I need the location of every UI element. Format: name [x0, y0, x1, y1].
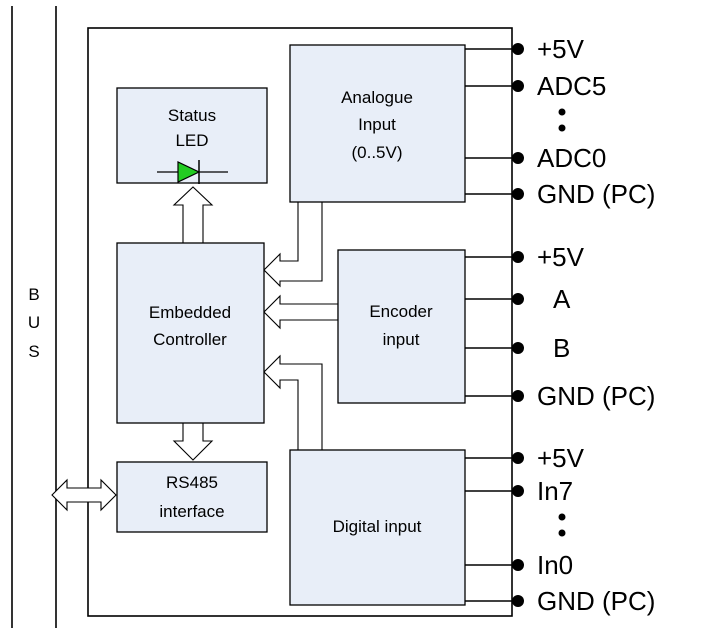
rs485-label-line2: interface: [159, 502, 224, 521]
pin-dot: [512, 251, 524, 263]
bus-letter-s: S: [28, 342, 39, 361]
pin-dot: [512, 188, 524, 200]
pin-dot: [512, 595, 524, 607]
status-led-label-line2: LED: [175, 131, 208, 150]
pin-encoder-a: A: [553, 284, 571, 314]
pin-analogue-5v: +5V: [537, 34, 585, 64]
pin-in0: In0: [537, 550, 573, 580]
pin-in7: In7: [537, 476, 573, 506]
analogue-label-line3: (0..5V): [351, 143, 402, 162]
bus-letter-u: U: [28, 313, 40, 332]
pin-dot: [512, 293, 524, 305]
pin-encoder-gnd: GND (PC): [537, 381, 655, 411]
ellipsis-dot: [558, 108, 566, 116]
pin-dot: [512, 80, 524, 92]
rs485-label-line1: RS485: [166, 473, 218, 492]
status-led-label-line1: Status: [168, 106, 216, 125]
pin-analogue-gnd: GND (PC): [537, 179, 655, 209]
pin-encoder-5v: +5V: [537, 242, 585, 272]
encoder-label-line2: input: [383, 330, 420, 349]
pin-dot: [512, 485, 524, 497]
encoder-label-line1: Encoder: [369, 302, 433, 321]
ellipsis-dot: [558, 124, 566, 132]
pin-dot: [512, 43, 524, 55]
digital-input-block: Digital input: [289, 449, 466, 606]
pin-digital-5v: +5V: [537, 443, 585, 473]
analogue-to-controller-arrow: [263, 201, 323, 288]
pin-adc0: ADC0: [537, 143, 606, 173]
led-diode-icon: [157, 160, 228, 184]
bus-letter-b: B: [28, 285, 39, 304]
embedded-controller-block: Embedded Controller: [116, 242, 265, 424]
ellipsis-dot: [558, 529, 566, 537]
controller-label-line1: Embedded: [149, 303, 231, 322]
digital-to-controller-arrow: [263, 354, 323, 451]
pin-dot: [512, 342, 524, 354]
pin-dot: [512, 452, 524, 464]
digital-pin-group: +5V In7 In0 GND (PC): [465, 443, 655, 616]
pin-dot: [512, 152, 524, 164]
rs485-bus-arrow: [51, 478, 117, 512]
pin-dot: [512, 559, 524, 571]
pin-dot: [512, 390, 524, 402]
encoder-to-controller-arrow: [263, 294, 339, 330]
ellipsis-dot: [558, 513, 566, 521]
digital-label: Digital input: [333, 517, 422, 536]
rs485-interface-block: RS485 interface: [116, 461, 268, 533]
analogue-pin-group: +5V ADC5 ADC0 GND (PC): [465, 34, 655, 209]
controller-label-line2: Controller: [153, 330, 227, 349]
pin-digital-gnd: GND (PC): [537, 586, 655, 616]
analogue-label-line2: Input: [358, 115, 396, 134]
status-led-block: Status LED: [116, 87, 268, 184]
controller-to-led-arrow: [172, 186, 214, 244]
encoder-pin-group: +5V A B GND (PC): [465, 242, 655, 411]
analogue-label-line1: Analogue: [341, 88, 413, 107]
pin-adc5: ADC5: [537, 71, 606, 101]
pin-encoder-b: B: [553, 333, 570, 363]
analogue-input-block: Analogue Input (0..5V): [289, 44, 466, 203]
encoder-input-block: Encoder input: [337, 249, 466, 404]
